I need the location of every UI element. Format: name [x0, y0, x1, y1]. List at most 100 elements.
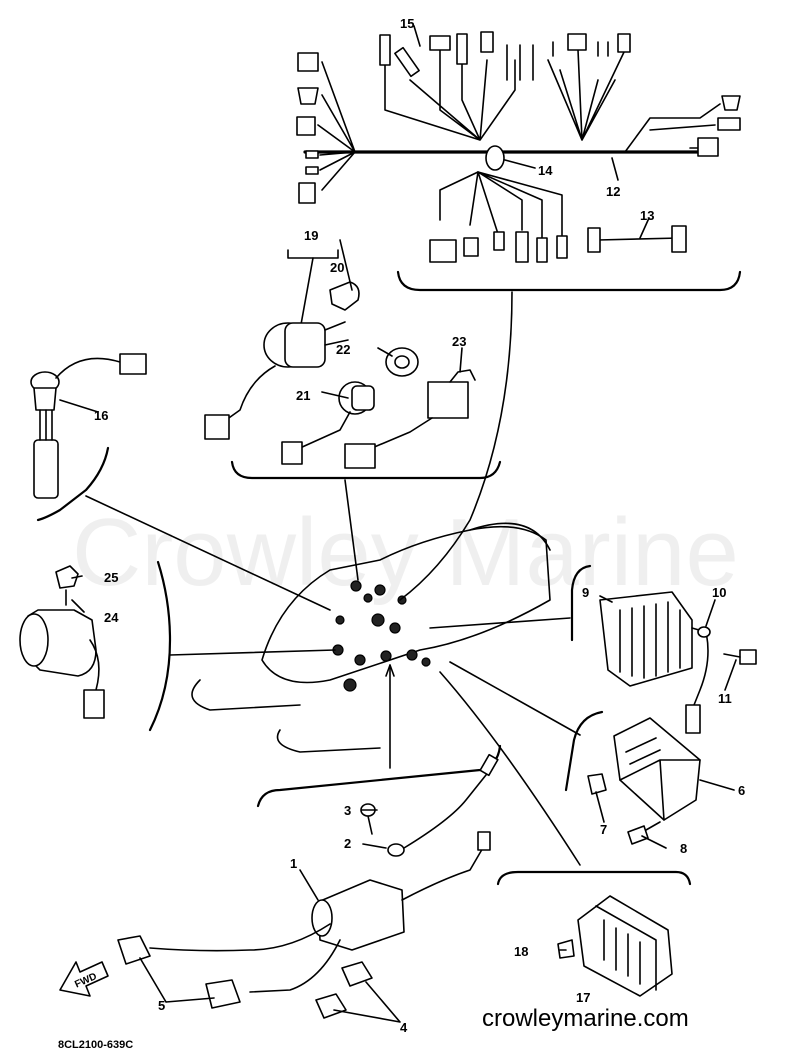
- ignition-coil-end: [311, 899, 333, 937]
- diagram-code: 8CL2100-639C: [58, 1039, 133, 1051]
- leader-harness: [399, 291, 513, 601]
- callout-20: 20: [330, 260, 344, 275]
- harness-top-right-branches: [547, 49, 626, 141]
- regulator-grommet: [557, 939, 575, 959]
- leader-cdi: [449, 661, 581, 736]
- fwd-arrow-icon: FWD: [59, 961, 109, 997]
- harness-terminals: [552, 41, 609, 57]
- choke-switch-body: [427, 381, 469, 419]
- stop-switch-lead: [299, 411, 351, 449]
- callout-7: 7: [600, 822, 607, 837]
- callout-22: 22: [336, 342, 350, 357]
- coil-connector: [83, 689, 105, 719]
- rectifier-ring-terminal: [697, 626, 711, 638]
- main-switch-lead: [225, 365, 276, 421]
- callout-5: 5: [158, 998, 165, 1013]
- cdi-bolt-head: [627, 825, 649, 845]
- switch-group: [204, 249, 502, 480]
- ignition-assembly-group: [117, 744, 502, 1019]
- rectifier-lead: [691, 627, 709, 706]
- callout-9: 9: [582, 585, 589, 600]
- cdi-unit-edges: [619, 759, 701, 821]
- ignition-coil-lead: [401, 845, 485, 901]
- coil-end: [19, 613, 49, 667]
- watermark: Crowley Marine: [72, 499, 739, 606]
- rectifier-connector: [685, 704, 701, 734]
- leader-arrowhead: [385, 664, 395, 677]
- plug-cap-1: [117, 935, 151, 965]
- harness-connector: [297, 87, 319, 105]
- harness-connector: [298, 182, 316, 204]
- callout-21: 21: [296, 388, 310, 403]
- callout-15: 15: [400, 16, 414, 31]
- harness-connector: [721, 95, 741, 111]
- ignition-coil-body: [317, 879, 405, 951]
- rectifier-fins: [619, 601, 681, 679]
- rectifier-body: [599, 591, 693, 687]
- switch-group-bracket: [230, 460, 502, 480]
- site-url[interactable]: crowleymarine.com: [482, 1005, 689, 1032]
- regulator-body: [577, 895, 673, 997]
- cdi-unit-ribs: [625, 737, 661, 765]
- sensor-bracket: [36, 446, 110, 522]
- callout-10: 10: [712, 585, 726, 600]
- callout-labels: 1 2 3 4 5 6 7 8 9 10 11 12 13 14 15 16 1…: [59, 16, 745, 1035]
- callout-17: 17: [576, 990, 590, 1005]
- group-19-leader: [299, 257, 314, 331]
- plug-lead-1: [149, 923, 331, 952]
- leader-coil: [169, 649, 336, 656]
- harness-connector: [456, 33, 468, 65]
- callout-13: 13: [640, 208, 654, 223]
- main-switch-connector: [204, 414, 230, 440]
- harness-connector: [429, 239, 457, 263]
- stop-switch-housing: [351, 385, 375, 411]
- sensor-connector: [119, 353, 147, 375]
- ignition-coil-group: [19, 560, 172, 732]
- switch-nut-hole: [394, 355, 410, 369]
- choke-switch-lever: [449, 369, 476, 383]
- extension-lead-connector: [587, 227, 601, 253]
- callout-18: 18: [514, 944, 528, 959]
- switch-cap: [329, 281, 360, 311]
- ignition-ground-terminal: [387, 843, 405, 857]
- callout-14: 14: [538, 163, 553, 178]
- regulator-bracket: [496, 870, 692, 886]
- regulator-group: [496, 870, 692, 997]
- rectifier-group: [570, 564, 757, 734]
- group-19-bracket: [287, 249, 339, 259]
- harness-connector: [515, 231, 529, 263]
- plug-lead-2: [249, 939, 341, 993]
- harness-connector: [429, 35, 451, 51]
- ignition-bolt-shank: [367, 815, 373, 835]
- ignition-bracket: [256, 744, 502, 808]
- coil-bracket: [148, 560, 172, 732]
- sensor-body: [33, 387, 57, 411]
- harness-connector: [493, 231, 505, 251]
- regulator-fins: [595, 905, 657, 991]
- callout-6: 6: [738, 783, 745, 798]
- main-switch-housing: [284, 322, 326, 368]
- cdi-grommet: [587, 773, 607, 795]
- main-switch-post: [324, 321, 349, 346]
- harness-connector: [297, 52, 319, 72]
- stop-switch-connector: [281, 441, 303, 465]
- extension-lead-wire: [597, 237, 681, 241]
- harness-clamp: [485, 145, 505, 171]
- coil-clamp-2: [315, 993, 347, 1019]
- harness-terminals: [506, 44, 534, 81]
- harness-group-bracket: [396, 270, 742, 292]
- cdi-bracket: [564, 710, 604, 792]
- choke-switch-lead: [371, 417, 433, 449]
- harness-connector: [536, 237, 548, 263]
- callout-24: 24: [104, 610, 119, 625]
- fwd-arrow-shape: [59, 961, 109, 997]
- extension-lead-connector: [671, 225, 687, 253]
- harness-connector: [463, 237, 479, 257]
- callout-1: 1: [290, 856, 297, 871]
- callout-23: 23: [452, 334, 466, 349]
- harness-connector: [394, 46, 420, 78]
- leader-switches: [344, 479, 359, 581]
- callout-3: 3: [344, 803, 351, 818]
- callout-8: 8: [680, 841, 687, 856]
